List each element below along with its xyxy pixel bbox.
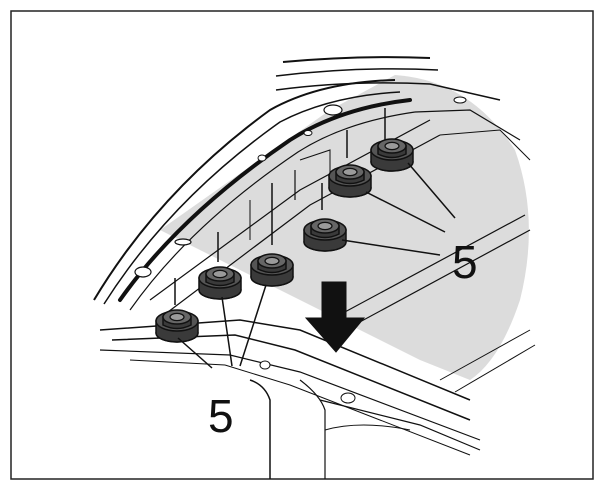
hex-nut-icon xyxy=(370,138,414,172)
hex-nut-icon xyxy=(303,218,347,252)
hex-nut-icon xyxy=(198,266,242,300)
callout-label-lower-left: 5 xyxy=(208,390,234,442)
windshield-frame-line xyxy=(93,79,396,301)
roof-edge-line xyxy=(282,56,431,63)
hex-nut-icon xyxy=(155,309,199,343)
hex-nut-icon xyxy=(250,253,294,287)
hex-nut-icon xyxy=(328,164,372,198)
down-arrow-icon xyxy=(304,281,366,353)
upper-callout-leaders xyxy=(341,162,456,256)
seal-strip xyxy=(118,98,412,302)
a-pillar xyxy=(249,379,271,479)
lower-callout-leaders xyxy=(177,284,267,369)
callout-label-upper-right: 5 xyxy=(452,236,478,288)
